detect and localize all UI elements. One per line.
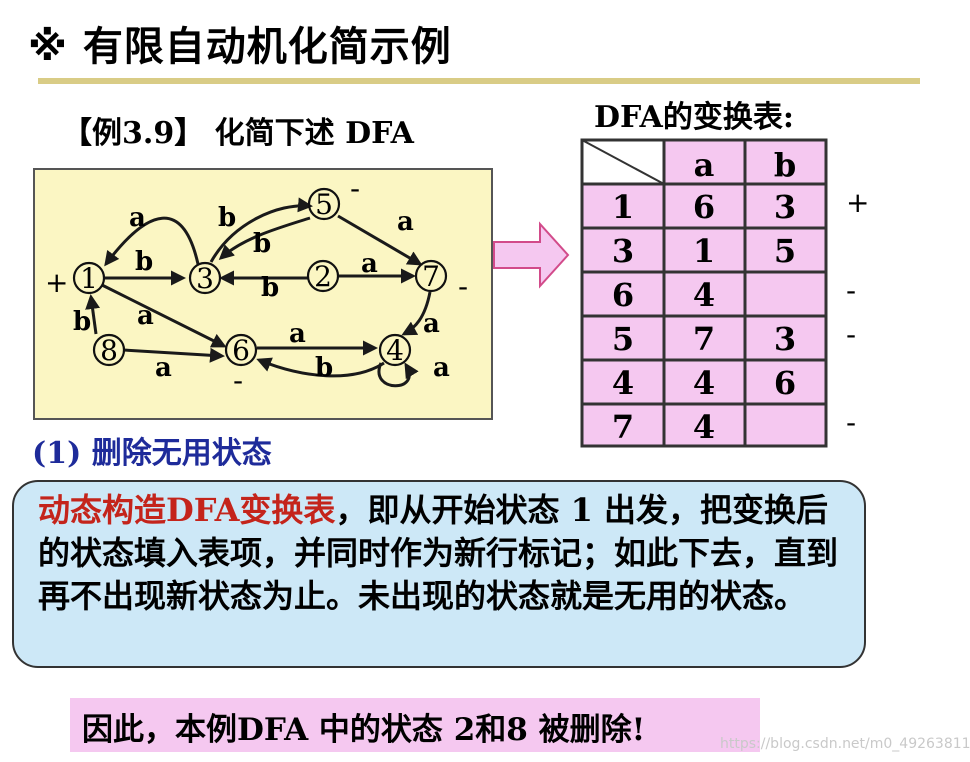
edge-5-to-7: [337, 214, 423, 266]
edge-5-to-3: [218, 216, 311, 261]
edge-label-7-4: a: [423, 309, 440, 339]
state-node-1: 1: [72, 261, 106, 295]
edge-label-5-7: a: [397, 207, 414, 237]
table-cell-r4-state: 4: [612, 364, 634, 402]
state-node-7: 7: [414, 259, 448, 293]
explanation-highlight: 动态构造DFA变换表: [38, 491, 336, 529]
page-title: ※ 有限自动机化简示例: [28, 24, 452, 70]
table-caption: DFA的变换表:: [594, 100, 794, 135]
edge-3-to-1: [104, 216, 200, 267]
right-arrow-icon: [493, 221, 570, 289]
edge-7-to-4: [401, 291, 432, 336]
conclusion-banner: [70, 698, 760, 752]
explanation-body: ，即从开始状态 1 出发，把变换后的状态填入表项，并同时作为新行标记；如此下去，…: [38, 491, 839, 615]
edge-label-3-5: b: [218, 203, 236, 233]
table-header-a: a: [694, 146, 715, 184]
state-node-6: 6: [224, 333, 258, 367]
table-row-mark-2: -: [846, 274, 857, 307]
state-node-8: 8: [92, 333, 126, 367]
svg-text:2: 2: [314, 260, 332, 293]
svg-text:1: 1: [80, 262, 98, 295]
table-cell-r5-a: 4: [693, 408, 715, 446]
edge-4-to-6: [256, 357, 385, 378]
edge-8-to-1: [85, 294, 101, 335]
edge-label-3-1: a: [129, 203, 146, 233]
table-row-mark-3: -: [846, 318, 857, 351]
edge-label-6-4: a: [289, 319, 306, 349]
table-cell-r1-state: 3: [612, 232, 634, 270]
table-cell-r1-a: 1: [693, 232, 715, 270]
state-node-2: 2: [306, 259, 340, 293]
edge-label-4-loop: a: [433, 353, 450, 383]
dfa-state-diagram: b a b b a a b a b a a b a a 1 3 5 2: [45, 172, 468, 397]
final-mark-node-6: -: [233, 364, 243, 397]
table-cell-r0-state: 1: [612, 188, 634, 226]
edge-label-4-6: b: [315, 353, 333, 383]
edge-label-1-6: a: [137, 301, 154, 331]
edge-4-self-loop: [377, 362, 419, 388]
start-mark-node-1: +: [45, 266, 68, 299]
table-cell-r0-a: 6: [693, 188, 715, 226]
example-heading: 【例3.9】 化简下述 DFA: [62, 116, 414, 151]
table-row-mark-0: +: [846, 186, 870, 219]
edge-8-to-6: [122, 347, 225, 363]
svg-text:5: 5: [315, 188, 333, 221]
conclusion-text: 因此，本例DFA 中的状态 2和8 被删除!: [82, 712, 646, 748]
state-node-5: 5: [307, 187, 341, 221]
table-cell-r2-a: 4: [693, 276, 715, 314]
explanation-text: 动态构造DFA变换表，即从开始状态 1 出发，把变换后的状态填入表项，并同时作为…: [38, 489, 838, 618]
table-cell-r0-b: 3: [774, 188, 796, 226]
svg-text:4: 4: [386, 334, 404, 367]
edge-label-5-3: b: [253, 229, 271, 259]
watermark: https://blog.csdn.net/m0_49263811: [720, 736, 970, 752]
state-node-3: 3: [188, 261, 222, 295]
table-cell-r3-a: 7: [693, 320, 715, 358]
edge-label-1-3: b: [135, 247, 153, 277]
edge-label-2-3: b: [261, 273, 279, 303]
edge-1-to-6: [101, 283, 227, 348]
dfa-transition-table: a b 1 6 3 3 1 5 6 4 5 7 3 4 4 6 7 4: [580, 138, 828, 448]
table-cell-r3-b: 3: [774, 320, 796, 358]
edge-label-8-6: a: [155, 353, 172, 383]
table-cell-r2-state: 6: [612, 276, 634, 314]
edge-label-8-1: b: [73, 307, 91, 337]
svg-text:6: 6: [232, 334, 250, 367]
table-cell-r5-state: 7: [612, 408, 634, 446]
final-mark-node-7: -: [458, 270, 468, 303]
svg-text:3: 3: [196, 262, 214, 295]
table-header-b: b: [774, 146, 796, 184]
table-cell-r4-a: 4: [693, 364, 715, 402]
table-cell-r1-b: 5: [774, 232, 796, 270]
edge-label-2-7: a: [361, 249, 378, 279]
table-cell-r3-state: 5: [612, 320, 634, 358]
state-node-4: 4: [378, 333, 412, 367]
explanation-callout: [12, 480, 866, 668]
title-divider: [38, 78, 920, 84]
table-row-mark-5: -: [846, 406, 857, 439]
table-cell-r4-b: 6: [774, 364, 796, 402]
step-heading: (1) 删除无用状态: [32, 436, 272, 471]
svg-text:8: 8: [100, 334, 118, 367]
final-mark-node-5: -: [350, 172, 360, 205]
svg-text:7: 7: [422, 260, 440, 293]
